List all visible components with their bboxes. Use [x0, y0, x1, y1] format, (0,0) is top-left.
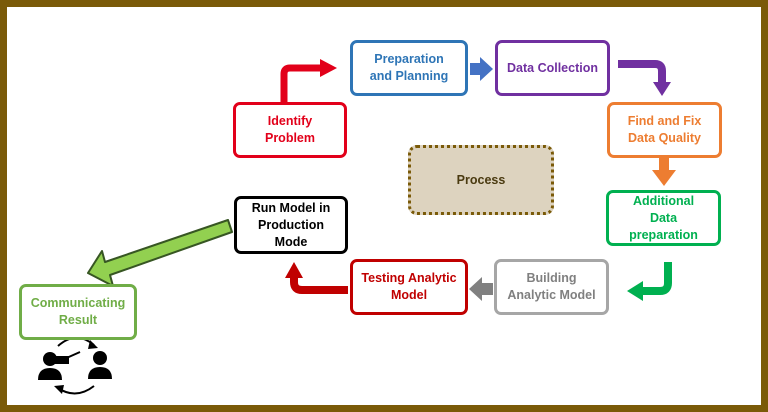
- step-additional-data-preparation: Additional Data preparation: [606, 190, 721, 246]
- step-preparation-planning: Preparation and Planning: [350, 40, 468, 96]
- arrow-identify-to-preparation: [280, 59, 337, 102]
- arrow-testing-to-run: [285, 262, 348, 294]
- step-run-model-production: Run Model in Production Mode: [234, 196, 348, 254]
- step-communicating-result: Communicating Result: [19, 284, 137, 340]
- step-building-analytic-model: Building Analytic Model: [494, 259, 609, 315]
- arrow-collection-to-quality: [618, 60, 671, 96]
- arrow-additional-to-building: [627, 262, 672, 301]
- step-identify-problem: Identify Problem: [233, 102, 347, 158]
- step-testing-analytic-model: Testing Analytic Model: [350, 259, 468, 315]
- communication-people-icon: [38, 336, 112, 395]
- step-data-collection: Data Collection: [495, 40, 610, 96]
- arrow-run-to-communicating: [87, 219, 233, 287]
- arrow-building-to-testing: [469, 277, 493, 301]
- arrow-preparation-to-collection: [470, 57, 493, 81]
- arrow-quality-to-additional: [652, 158, 676, 186]
- step-find-fix-data-quality: Find and Fix Data Quality: [607, 102, 722, 158]
- process-center-label: Process: [408, 145, 554, 215]
